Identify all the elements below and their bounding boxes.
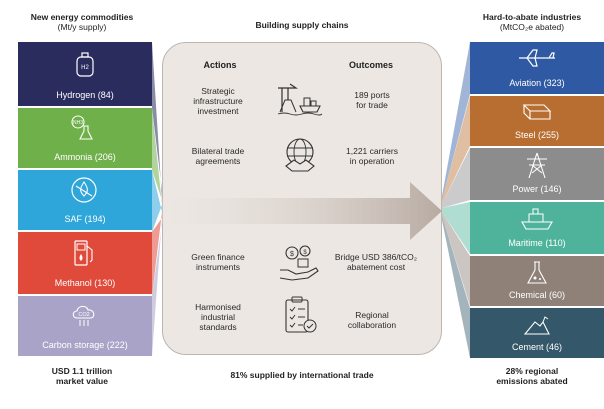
tile-maritime-label: Maritime (110) xyxy=(508,238,566,248)
svg-text:CO2: CO2 xyxy=(78,312,89,318)
fan-aviation xyxy=(442,42,470,200)
fan-steel xyxy=(442,96,470,204)
outcomes-heading: Outcomes xyxy=(348,60,393,70)
fuel-drop-icon xyxy=(71,177,97,203)
tile-steel: Steel (255) xyxy=(470,96,604,146)
tile-aviation-label: Aviation (323) xyxy=(509,78,565,88)
fan-carbon xyxy=(152,218,162,356)
hydrogen-tank-icon: H2 xyxy=(76,52,94,77)
left-footer-line1: USD 1.1 trillion xyxy=(51,366,113,376)
fan-methanol xyxy=(152,212,162,296)
tile-ammonia-label: Ammonia (206) xyxy=(54,152,116,162)
fuel-pump-icon xyxy=(74,240,93,266)
right-subtitle: (MtCO₂e abated) xyxy=(499,22,565,32)
tile-saf-label: SAF (194) xyxy=(64,214,106,224)
tile-methanol: Methanol (130) xyxy=(18,232,152,294)
tile-cement: Cement (46) xyxy=(470,308,604,358)
left-title: New energy commodities xyxy=(30,12,134,22)
center-title: Building supply chains xyxy=(255,20,349,30)
fan-ammonia xyxy=(152,108,162,205)
tile-power: Power (146) xyxy=(470,148,604,200)
left-footer: USD 1.1 trillion market value xyxy=(8,366,156,386)
tile-saf: SAF (194) xyxy=(18,170,152,230)
tile-chemical-label: Chemical (60) xyxy=(508,290,566,300)
money-hand-icon: $ $ xyxy=(279,245,319,281)
left-header: New energy commodities (Mt/y supply) xyxy=(8,12,156,32)
tile-ammonia: NH3 Ammonia (206) xyxy=(18,108,152,168)
center-header: Building supply chains xyxy=(212,20,392,30)
supply-arrow xyxy=(162,182,442,240)
svg-text:NH3: NH3 xyxy=(73,120,83,126)
fan-power xyxy=(442,148,470,208)
fan-saf xyxy=(152,170,162,232)
port-crane-icon xyxy=(277,83,323,116)
outcome-row-2: 1,221 carriers in operation xyxy=(346,146,398,166)
right-title: Hard-to-abate industries xyxy=(482,12,582,22)
action-row-1: Strategic infrastructure investment xyxy=(193,86,243,116)
right-footer-line2: emissions abated xyxy=(496,376,568,386)
tile-hydrogen: H2 Hydrogen (84) xyxy=(18,42,152,106)
tile-power-label: Power (146) xyxy=(512,184,562,194)
right-footer: 28% regional emissions abated xyxy=(460,366,604,386)
action-row-3: Green finance instruments xyxy=(191,252,245,272)
tile-cement-label: Cement (46) xyxy=(511,342,563,352)
globe-handshake-icon xyxy=(285,138,315,172)
center-footer: 81% supplied by international trade xyxy=(230,370,374,380)
tile-aviation: Aviation (323) xyxy=(470,42,604,94)
chemical-flask-icon xyxy=(527,261,547,284)
left-footer-line2: market value xyxy=(56,376,108,386)
airplane-icon xyxy=(519,49,555,67)
tile-maritime: Maritime (110) xyxy=(470,202,604,254)
fan-chemical xyxy=(442,212,470,306)
action-row-2: Bilateral trade agreements xyxy=(191,146,245,166)
action-row-4: Harmonised industrial standards xyxy=(195,302,241,332)
left-subtitle: (Mt/y supply) xyxy=(57,22,107,32)
svg-text:$: $ xyxy=(290,251,294,258)
actions-heading: Actions xyxy=(203,60,237,70)
svg-text:$: $ xyxy=(303,250,307,256)
right-header: Hard-to-abate industries (MtCO₂e abated) xyxy=(460,12,604,32)
tile-steel-label: Steel (255) xyxy=(514,130,560,140)
checklist-clipboard-icon xyxy=(285,296,317,333)
pylon-icon xyxy=(527,152,547,179)
outcome-row-1: 189 ports for trade xyxy=(354,90,390,110)
steel-beam-icon xyxy=(522,104,552,120)
right-footer-line1: 28% regional xyxy=(505,366,559,376)
tile-carbon-storage: CO2 Carbon storage (222) xyxy=(18,296,152,356)
tile-methanol-label: Methanol (130) xyxy=(54,278,116,288)
outcome-row-3: Bridge USD 386/tCO₂ abatement cost xyxy=(334,252,418,272)
outcome-row-4: Regional collaboration xyxy=(347,310,397,330)
ship-icon xyxy=(521,208,553,230)
fan-maritime xyxy=(442,202,470,254)
fan-hydrogen xyxy=(152,42,162,200)
cement-pile-icon xyxy=(523,316,550,335)
ammonia-flask-icon: NH3 xyxy=(71,115,93,140)
tile-chemical: Chemical (60) xyxy=(470,256,604,306)
tile-carbon-storage-label: Carbon storage (222) xyxy=(42,340,128,350)
co2-cloud-icon: CO2 xyxy=(72,305,95,326)
tile-hydrogen-label: Hydrogen (84) xyxy=(56,90,114,100)
fan-cement xyxy=(442,216,470,358)
svg-text:H2: H2 xyxy=(81,65,89,71)
